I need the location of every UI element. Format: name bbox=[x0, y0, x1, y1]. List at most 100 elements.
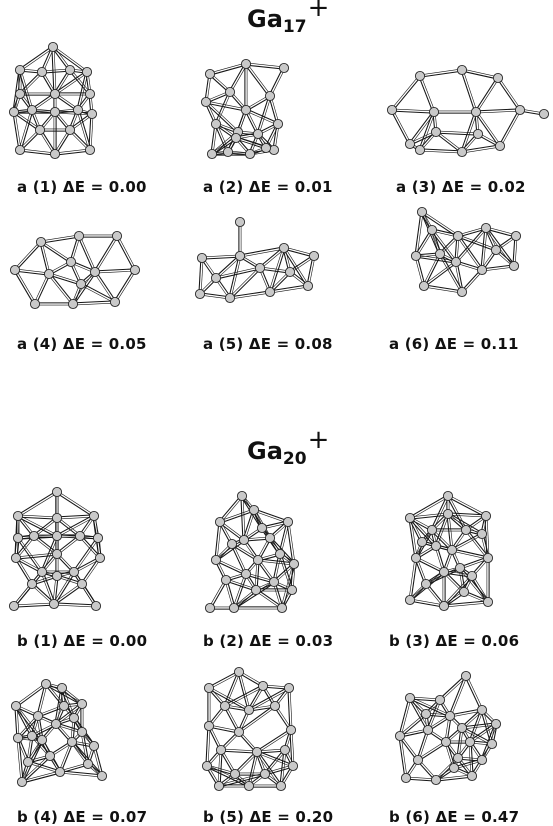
atom-b4-15 bbox=[26, 730, 38, 742]
atom-a6-4 bbox=[508, 260, 520, 272]
bond-a4-4-9-a bbox=[94, 268, 135, 272]
atom-b2-13 bbox=[220, 574, 232, 586]
atom-a3-5 bbox=[470, 106, 482, 118]
bond-b3-11-6-b bbox=[408, 557, 416, 600]
bond-a3-5-11-b bbox=[476, 111, 502, 146]
bond-a1-12-10-b bbox=[54, 112, 92, 116]
bond-a3-2-3-a bbox=[461, 70, 498, 80]
bond-a2-15-16-a bbox=[236, 136, 267, 148]
bond-b2-13-12-a bbox=[225, 580, 256, 592]
bond-a1-3-7-b bbox=[70, 69, 92, 94]
bond-b5-2-4-a bbox=[224, 684, 263, 706]
atom-b6-19 bbox=[448, 762, 460, 774]
bond-b2-12-5-a bbox=[256, 560, 260, 591]
atom-b4-4 bbox=[50, 718, 62, 730]
atom-b3-15 bbox=[458, 586, 470, 598]
atom-a5-2 bbox=[234, 250, 246, 262]
bond-b2-18-5-b bbox=[232, 542, 259, 560]
bond-a6-7-8-b bbox=[422, 253, 440, 286]
bond-a5-6-7-a bbox=[229, 290, 270, 298]
bond-a3-9-12-b bbox=[436, 130, 463, 152]
atom-a4-0 bbox=[9, 264, 21, 276]
bond-b3-13-12-a bbox=[443, 600, 488, 606]
atom-b3-4 bbox=[426, 524, 438, 536]
atom-a1-10 bbox=[49, 106, 61, 118]
bond-b3-1-16-b bbox=[410, 517, 438, 546]
bond-a4-6-8-a bbox=[49, 272, 75, 304]
bond-a2-3-5-a bbox=[205, 102, 246, 112]
bond-b5-12-15-a bbox=[263, 748, 285, 774]
bond-a5-0-8-a bbox=[198, 257, 202, 294]
bond-a5-3-9-b bbox=[260, 248, 285, 270]
atom-b2-6 bbox=[288, 558, 300, 570]
title-ga17: Ga17+ bbox=[247, 0, 329, 36]
atom-b5-5 bbox=[243, 704, 255, 716]
atom-a1-1 bbox=[14, 64, 26, 76]
bond-a4-1-8-a bbox=[39, 242, 49, 275]
bond-b2-1-3-b bbox=[219, 508, 254, 522]
label-a3: a (3) ΔE = 0.02 bbox=[396, 178, 526, 196]
bond-b3-2-3-a bbox=[448, 512, 487, 516]
bond-b5-2-4-b bbox=[225, 686, 264, 708]
bond-a6-2-5-b bbox=[482, 228, 488, 271]
atom-b1-12 bbox=[48, 598, 60, 610]
bond-a4-0-7-b bbox=[15, 269, 37, 304]
bond-a5-0-2-b bbox=[201, 254, 240, 258]
atom-b4-14 bbox=[44, 750, 56, 762]
atom-b2-3 bbox=[248, 504, 260, 516]
bond-a4-0-8-b bbox=[15, 268, 50, 274]
bond-a4-0-7-a bbox=[13, 270, 35, 305]
bond-b2-15-19-b bbox=[278, 554, 292, 591]
bond-a1-8-13-a bbox=[12, 112, 20, 151]
atom-a1-9 bbox=[26, 104, 38, 116]
bond-a2-0-1-a bbox=[210, 64, 247, 76]
bond-a2-1-4-b bbox=[230, 64, 248, 93]
bond-a6-7-11-a bbox=[416, 255, 426, 286]
bond-b1-1-19-b bbox=[18, 514, 58, 536]
bond-b1-18-10-a bbox=[72, 537, 98, 572]
bond-a6-1-12-b bbox=[458, 234, 497, 250]
bond-a4-2-9-b bbox=[79, 235, 97, 272]
bond-a3-9-10-a bbox=[435, 132, 478, 136]
bond-a1-12-15-b bbox=[90, 114, 94, 151]
atom-b6-12 bbox=[400, 772, 412, 784]
atom-a2-13 bbox=[222, 146, 234, 158]
bond-b5-3-9-a bbox=[287, 688, 291, 731]
atom-a6-1 bbox=[452, 230, 464, 242]
label-a5: a (5) ΔE = 0.08 bbox=[203, 335, 333, 353]
atom-a4-2 bbox=[73, 230, 85, 242]
bond-b5-11-17-b bbox=[249, 752, 259, 787]
cluster-b3-drawing bbox=[404, 490, 494, 612]
atom-b3-7 bbox=[482, 552, 494, 564]
bond-a1-15-11-a bbox=[78, 109, 92, 150]
atom-b2-18 bbox=[226, 538, 238, 550]
bond-b6-4-15-a bbox=[400, 714, 428, 738]
bond-a3-0-4-a bbox=[391, 110, 434, 114]
atom-a6-2 bbox=[480, 222, 492, 234]
atom-b1-16 bbox=[51, 570, 63, 582]
bond-a6-1-12-a bbox=[457, 236, 496, 252]
bond-b1-8-15-a bbox=[80, 557, 100, 584]
bond-b4-2-4-a bbox=[54, 687, 62, 724]
bond-a1-0-6-b bbox=[53, 46, 57, 94]
bond-b1-1-3-b bbox=[18, 514, 58, 518]
bond-a6-4-5-b bbox=[482, 266, 515, 272]
bond-b5-1-5-b bbox=[209, 686, 250, 710]
bond-b1-2-3-a bbox=[56, 514, 94, 518]
bond-a5-3-2-b bbox=[240, 248, 285, 258]
atom-b5-18 bbox=[213, 780, 225, 792]
bond-a2-7-5-b bbox=[245, 110, 278, 126]
atom-b1-9 bbox=[36, 566, 48, 578]
atom-b5-17 bbox=[243, 780, 255, 792]
bond-a2-3-9-a bbox=[204, 102, 238, 134]
atom-b2-5 bbox=[252, 554, 264, 566]
bond-a1-13-9-b bbox=[18, 109, 32, 150]
bond-a5-7-9-a bbox=[230, 268, 262, 300]
atom-b3-11 bbox=[404, 594, 416, 606]
bond-b6-17-18-b bbox=[470, 724, 497, 744]
atom-b1-15 bbox=[76, 578, 88, 590]
bond-b4-10-7-a bbox=[28, 760, 61, 772]
bond-b6-12-13-a bbox=[405, 778, 436, 782]
bond-b3-2-3-b bbox=[447, 514, 486, 518]
atom-a5-5 bbox=[302, 280, 314, 292]
